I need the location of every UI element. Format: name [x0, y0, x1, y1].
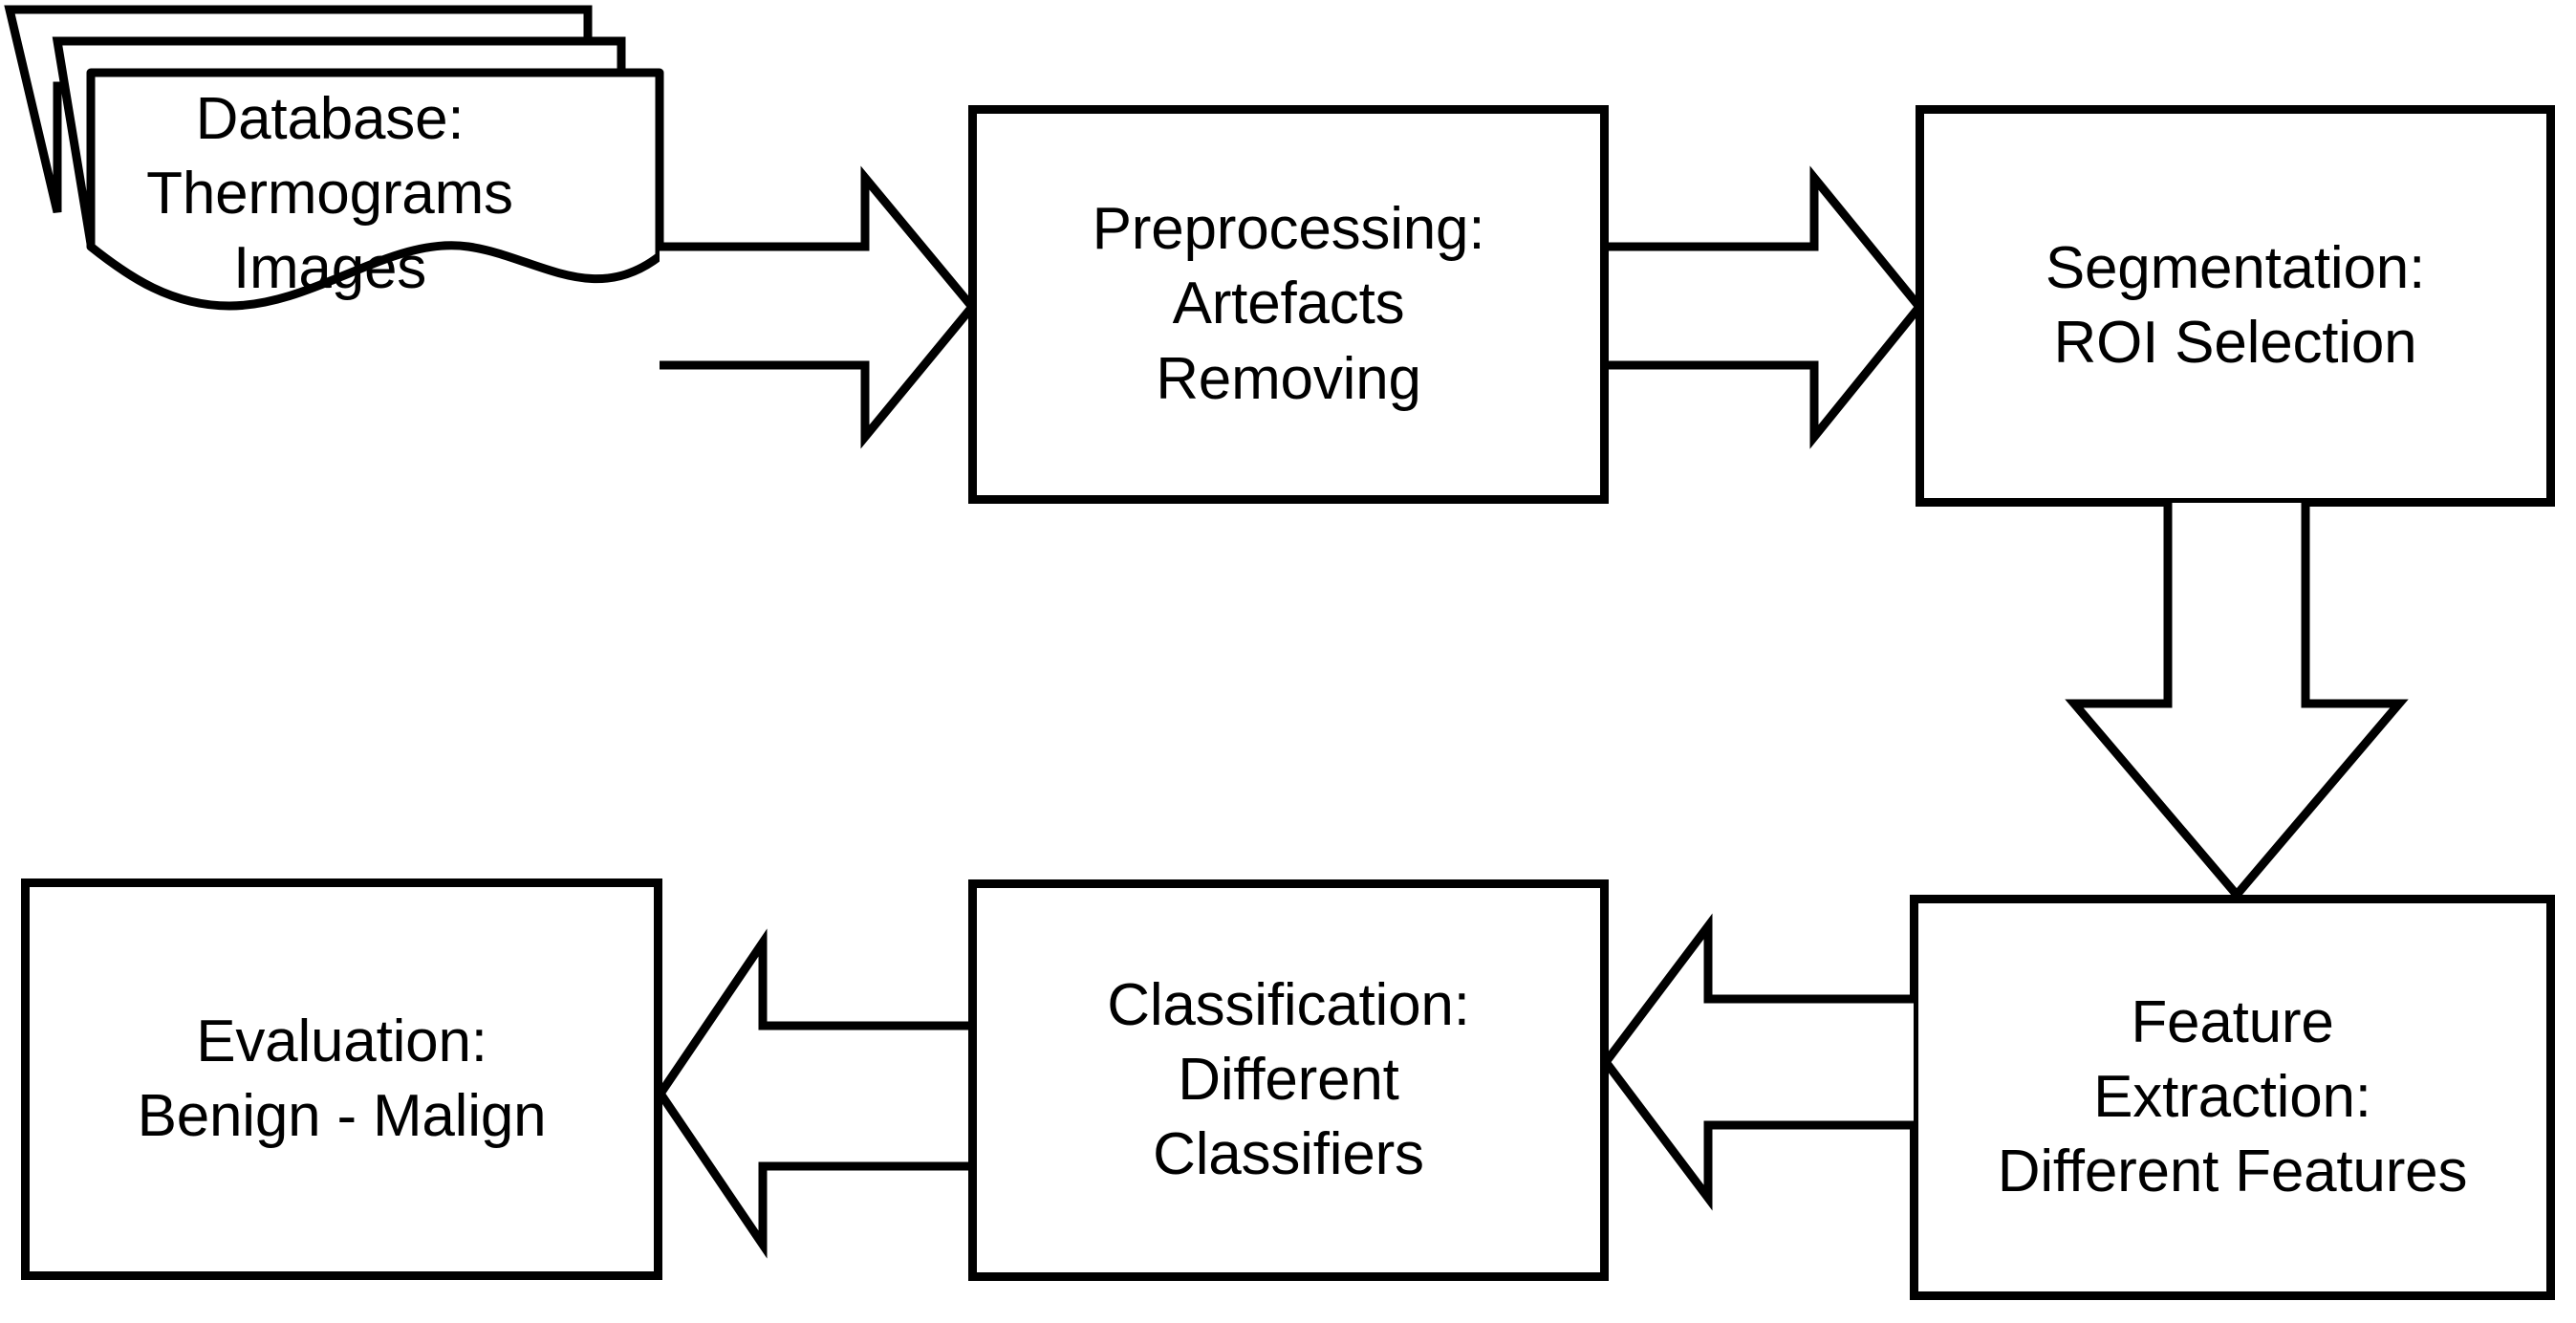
- down-arrow-icon: [2065, 503, 2409, 901]
- arrow-segmentation-to-feature-extraction: [2065, 501, 2409, 901]
- arrow-database-to-preprocessing: [656, 165, 978, 449]
- arrow-classification-to-evaluation: [655, 928, 972, 1259]
- arrow-feature-extraction-to-classification: [1600, 913, 1917, 1211]
- multi-document-icon: [4, 5, 664, 311]
- left-arrow-icon: [655, 928, 968, 1259]
- node-classification: Classification: Different Classifiers: [968, 879, 1609, 1281]
- node-preprocessing: Preprocessing: Artefacts Removing: [968, 105, 1609, 504]
- node-feature-extraction: Feature Extraction: Different Features: [1910, 895, 2555, 1300]
- node-classification-label: Classification: Different Classifiers: [1107, 971, 1470, 1188]
- node-database: Database: Thermograms Images: [0, 0, 688, 315]
- node-preprocessing-label: Preprocessing: Artefacts Removing: [1092, 196, 1485, 412]
- right-arrow-icon: [1609, 165, 1925, 449]
- node-database-label: Database: Thermograms Images: [146, 86, 513, 302]
- node-evaluation-label: Evaluation: Benign - Malign: [137, 1008, 547, 1149]
- node-segmentation: Segmentation: ROI Selection: [1916, 105, 2555, 507]
- left-arrow-icon: [1600, 913, 1914, 1211]
- node-evaluation: Evaluation: Benign - Malign: [21, 878, 662, 1280]
- right-arrow-icon: [660, 165, 978, 449]
- node-segmentation-label: Segmentation: ROI Selection: [2045, 234, 2426, 376]
- node-feature-extraction-label: Feature Extraction: Different Features: [1997, 988, 2468, 1205]
- arrow-preprocessing-to-segmentation: [1605, 165, 1925, 449]
